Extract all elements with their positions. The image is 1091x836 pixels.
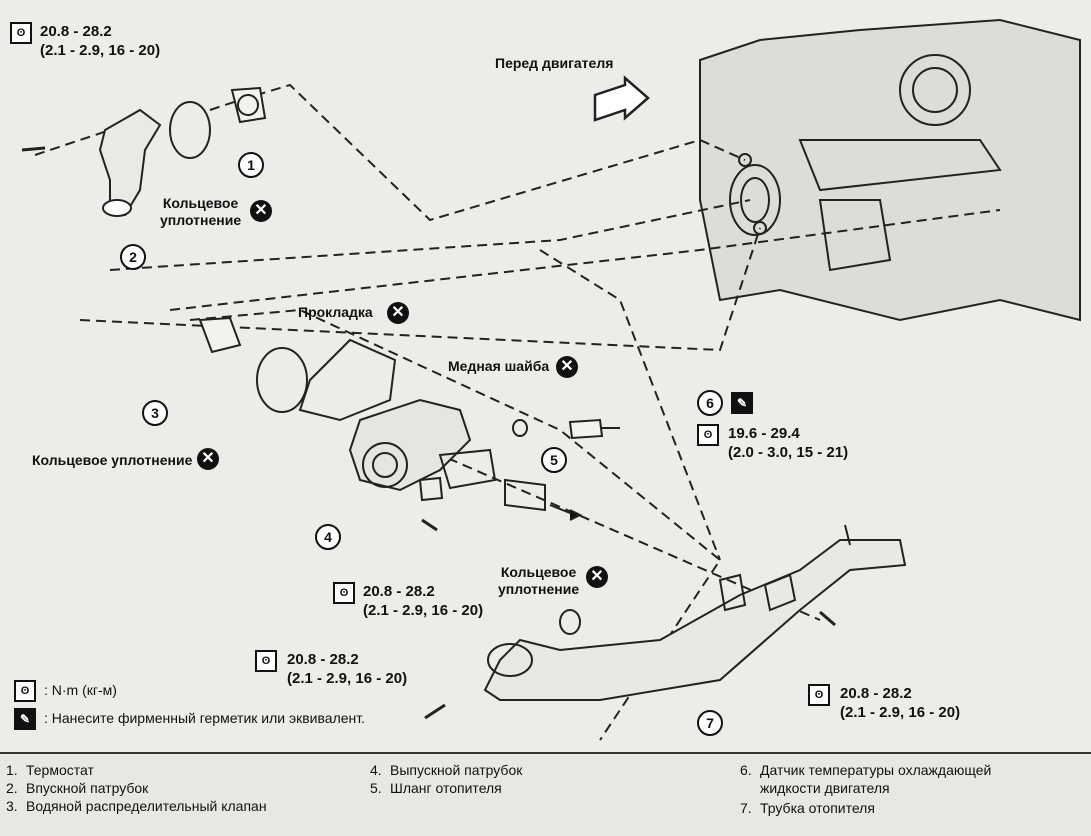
copper-washer-label: Медная шайба <box>448 358 550 374</box>
legend-item: 4.Выпускной патрубок <box>370 762 523 778</box>
key-sealant: : Нанесите фирменный герметик или эквива… <box>44 710 366 726</box>
front-arrow <box>593 75 650 122</box>
water-inlet-shape <box>98 108 162 217</box>
legend-item: 3.Водяной распределительный клапан <box>6 798 267 814</box>
torque-value: 20.8 - 28.2 (2.1 - 2.9, 16 - 20) <box>840 684 960 722</box>
callout-7: 7 <box>697 710 723 736</box>
torque-wrench-icon: ʘ <box>697 424 719 446</box>
legend-item: 2.Впускной патрубок <box>6 780 149 796</box>
torque-value: 20.8 - 28.2 (2.1 - 2.9, 16 - 20) <box>287 650 407 688</box>
torque-kgm: (2.1 - 2.9, 16 - 20) <box>363 602 484 619</box>
callout-3: 3 <box>142 400 168 426</box>
torque-kgm: (2.1 - 2.9, 16 - 20) <box>840 704 961 721</box>
torque-wrench-icon: ʘ <box>255 650 277 672</box>
torque-kgm: (2.0 - 3.0, 15 - 21) <box>728 444 849 461</box>
torque-wrench-icon: ʘ <box>808 684 830 706</box>
torque-nm: 20.8 - 28.2 <box>287 651 359 668</box>
callout-4: 4 <box>315 524 341 550</box>
front-label: Перед двигателя <box>495 55 614 71</box>
diagram-drawing <box>21 18 1081 741</box>
legend-item: 1.Термостат <box>6 762 94 778</box>
torque-nm: 19.6 - 29.4 <box>728 425 800 442</box>
torque-wrench-icon: ʘ <box>14 680 36 702</box>
legend-item: 5.Шланг отопителя <box>370 780 502 796</box>
legend-item: 6.Датчик температуры охлаждающей <box>740 762 992 778</box>
heater-hose-shape <box>504 478 546 512</box>
key-torque: : N·m (кг-м) <box>44 682 117 698</box>
sensor-shape <box>568 418 604 440</box>
parts-legend: 1.Термостат 2.Впускной патрубок 3.Водяно… <box>0 756 1091 836</box>
thermostat-2-shape <box>198 316 242 354</box>
sealant-icon: ✎ <box>14 708 36 730</box>
gasket-label: Прокладка <box>298 304 373 320</box>
torque-wrench-icon: ʘ <box>10 22 32 44</box>
gasket-shape <box>298 338 397 422</box>
legend-item: жидкости двигателя <box>760 780 890 796</box>
heater-pipe-shape <box>483 539 907 701</box>
oring-top-label: Кольцевое уплотнение <box>160 195 242 228</box>
replace-x-icon: ✕ <box>197 448 219 470</box>
replace-x-icon: ✕ <box>556 356 578 378</box>
legend-item: 7.Трубка отопителя <box>740 800 875 816</box>
oring-left-label: Кольцевое уплотнение <box>32 452 193 468</box>
callout-1: 1 <box>238 152 264 178</box>
replace-x-icon: ✕ <box>250 200 272 222</box>
replace-x-icon: ✕ <box>387 302 409 324</box>
torque-value: 20.8 - 28.2 (2.1 - 2.9, 16 - 20) <box>40 22 160 60</box>
callout-5: 5 <box>541 447 567 473</box>
replace-x-icon: ✕ <box>586 566 608 588</box>
torque-kgm: (2.1 - 2.9, 16 - 20) <box>40 42 161 59</box>
torque-value: 19.6 - 29.4 (2.0 - 3.0, 15 - 21) <box>728 424 848 462</box>
thermostat-shape <box>230 86 267 124</box>
torque-value: 20.8 - 28.2 (2.1 - 2.9, 16 - 20) <box>363 582 483 620</box>
torque-nm: 20.8 - 28.2 <box>40 23 112 40</box>
torque-nm: 20.8 - 28.2 <box>840 685 912 702</box>
torque-kgm: (2.1 - 2.9, 16 - 20) <box>287 670 408 687</box>
exploded-diagram: ʘ 20.8 - 28.2 (2.1 - 2.9, 16 - 20) Перед… <box>0 18 1091 754</box>
engine-block <box>699 18 1081 322</box>
callout-2: 2 <box>120 244 146 270</box>
sealant-icon: ✎ <box>731 392 753 414</box>
oring-bottom-label: Кольцевое уплотнение <box>498 564 580 597</box>
control-valve-shape <box>348 398 472 492</box>
torque-wrench-icon: ʘ <box>333 582 355 604</box>
callout-6: 6 <box>697 390 723 416</box>
torque-nm: 20.8 - 28.2 <box>363 583 435 600</box>
